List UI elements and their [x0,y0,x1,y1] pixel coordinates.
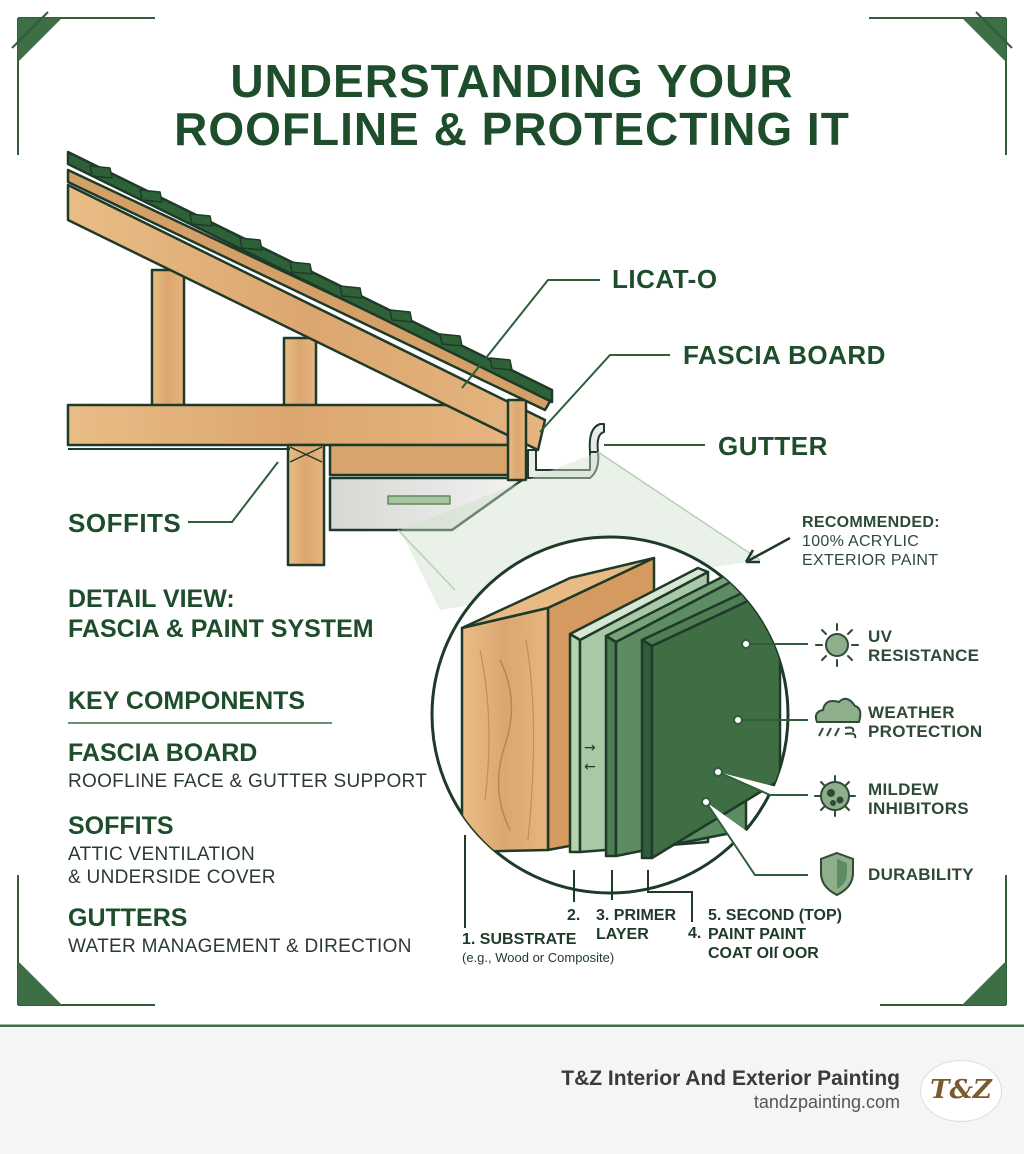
page-title-line-2: ROOFLINE & PROTECTING IT [174,103,850,155]
corner-ornament-top-left [11,11,155,155]
recommended-arrow [744,536,791,564]
company-logo-text: T&Z [930,1075,992,1105]
layer-label-top-coat: PAINT PAINT [708,926,807,943]
feature-label: PROTECTION [868,722,983,741]
detail-view-subheading: FASCIA & PAINT SYSTEM [68,615,374,643]
shield-icon [820,851,854,897]
callout-licat: LICAT-O [612,264,718,294]
feature-label: WEATHER [868,703,955,722]
company-logo: T&Z [920,1060,1002,1122]
feature-label: DURABILITY [868,865,974,884]
layer-label-primer: 3. PRIMER [596,907,677,924]
recommended-product-line: 100% ACRYLIC [802,533,920,550]
layer-label-4: 4. [688,925,702,942]
corner-ornament-top-right [869,11,1013,155]
layer-label-top-coat: COAT OIſ OOR [708,945,819,962]
feature-label: MILDEW [868,780,939,799]
mildew-spore-icon [814,775,856,817]
component-description: ROOFLINE FACE & GUTTER SUPPORT [68,771,428,792]
corner-ornament-bottom-left [17,875,155,1006]
callout-soffits: SOFFITS [68,508,182,538]
website-link[interactable]: tandzpainting.com [753,1092,900,1112]
layer-label-top-coat: 5. SECOND (TOP) [708,907,842,924]
detail-view-heading: DETAIL VIEW: [68,585,235,613]
feature-leaders [701,639,808,876]
svg-text:←: ← [584,759,596,775]
component-title: GUTTERS [68,904,188,932]
sun-icon [815,623,859,667]
svg-text:→: → [584,740,596,756]
component-description: WATER MANAGEMENT & DIRECTION [68,936,412,957]
layer-label-substrate-example: (e.g., Wood or Composite) [462,950,615,965]
callout-leaders [188,279,705,523]
roof-structure-illustration [66,150,605,567]
layer-label-substrate: 1. SUBSTRATE [462,931,577,948]
component-description: ATTIC VENTILATION [68,844,256,865]
feature-label: UV [868,627,893,646]
recommended-label: RECOMMENDED: [802,514,940,531]
corner-ornament-bottom-right [880,875,1007,1006]
footer-bar [0,1027,1024,1154]
layer-label-primer: LAYER [596,926,649,943]
page-title-line-1: UNDERSTANDING YOUR [230,55,794,107]
paint-layers-illustration: → ← [460,556,782,860]
feature-label: INHIBITORS [868,799,969,818]
callout-gutter: GUTTER [718,431,828,461]
storm-cloud-icon [814,697,862,739]
component-description: & UNDERSIDE COVER [68,867,276,888]
key-components-heading: KEY COMPONENTS [68,687,306,715]
callout-fascia-board: FASCIA BOARD [683,340,886,370]
layer-leaders [464,835,693,928]
recommended-product-line: EXTERIOR PAINT [802,552,939,569]
component-title: FASCIA BOARD [68,739,258,767]
layer-label-2: 2. [567,907,581,924]
company-name: T&Z Interior And Exterior Painting [561,1067,900,1090]
feature-label: RESISTANCE [868,646,980,665]
component-title: SOFFITS [68,812,174,840]
